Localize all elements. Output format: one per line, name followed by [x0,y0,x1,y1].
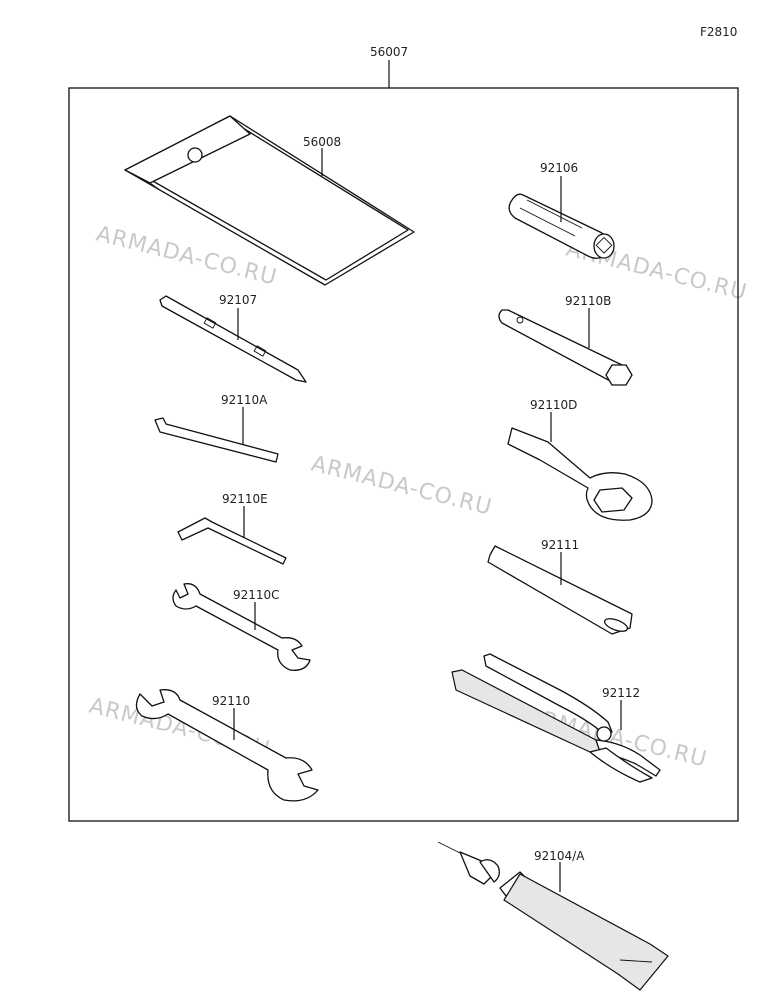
label-92110B: 92110B [565,294,611,308]
pliers-drawing [451,653,661,783]
label-92110D: 92110D [530,398,577,412]
label-92110: 92110 [212,694,250,708]
figure-code: F2810 [700,25,737,39]
open-wrench-large-drawing [135,689,319,802]
hex-key-e-drawing [177,517,287,565]
ring-wrench-drawing [507,427,653,521]
label-92110C: 92110C [233,588,280,602]
label-56007: 56007 [370,45,408,59]
tommy-bar-drawing [487,545,633,635]
watermark-3: ARMADA-CO.RU [309,452,495,521]
tool-bag-drawing [124,115,415,286]
label-92110E: 92110E [222,492,268,506]
open-wrench-small-drawing [172,583,311,671]
label-92112: 92112 [602,686,640,700]
label-92106: 92106 [540,161,578,175]
label-92110A: 92110A [221,393,268,407]
kit-frame [68,87,739,822]
box-wrench-drawing [498,309,633,386]
label-92107: 92107 [219,293,257,307]
label-56008: 56008 [303,135,341,149]
screwdriver-drawing [159,295,307,383]
label-92104A: 92104/A [534,849,585,863]
hex-key-a-drawing [154,417,279,463]
grease-tube-drawing [437,841,669,991]
plug-wrench-drawing [508,193,615,259]
label-92111: 92111 [541,538,579,552]
